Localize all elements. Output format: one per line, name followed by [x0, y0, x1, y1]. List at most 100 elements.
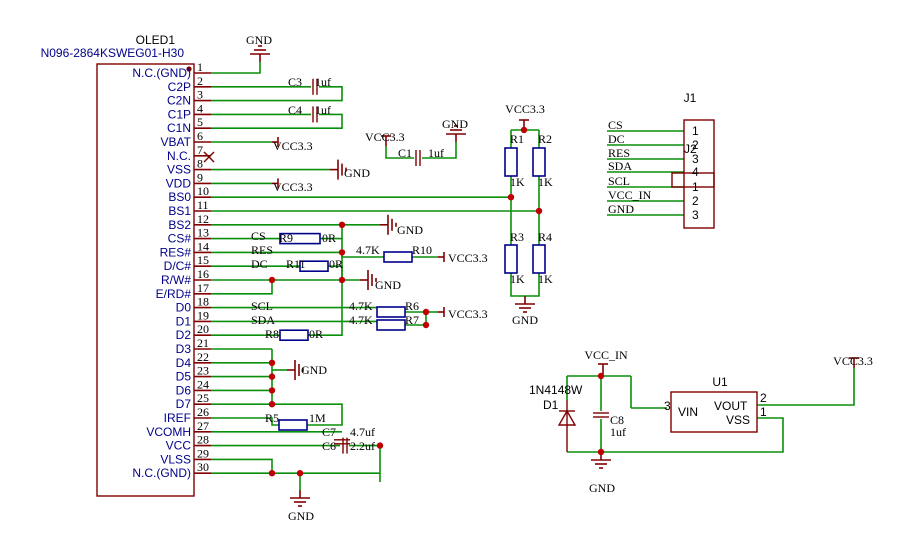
pin-number: 19: [197, 308, 209, 322]
power-symbol: [598, 363, 608, 374]
pin-name: BS1: [168, 204, 191, 218]
pin-number: 21: [197, 336, 209, 350]
wire: [308, 238, 343, 337]
c7-value: 4.7uf: [350, 425, 375, 439]
junction-dot: [268, 470, 276, 477]
r9-value: 0R: [322, 231, 336, 245]
r7-ref: R7: [405, 313, 419, 327]
r3-ref: R3: [510, 230, 524, 244]
pin-number: 1: [197, 60, 203, 74]
pin-name: VBAT: [161, 135, 192, 149]
gnd-label: GND: [288, 509, 314, 523]
ground-symbol: [380, 214, 397, 235]
pin-number: 12: [197, 212, 209, 226]
junction-dot: [520, 126, 528, 134]
pin-number: 14: [197, 239, 209, 253]
vcc33-label: VCC3.3: [833, 354, 873, 368]
capacitor-c4: [312, 106, 318, 123]
ground-symbol: [287, 360, 304, 380]
junction-dot: [597, 372, 605, 380]
u1-pin-number: 2: [760, 391, 767, 405]
u1-ref: U1: [712, 375, 728, 389]
oled-designator: OLED1: [136, 33, 176, 47]
pin-name: D1: [176, 314, 192, 328]
pin-name: VLSS: [160, 452, 191, 466]
pin-name: IREF: [164, 411, 191, 425]
junction-dot: [268, 276, 276, 284]
parts-layer: [96, 45, 859, 507]
pin-name: C2P: [168, 80, 191, 94]
r7-value: 4.7K: [349, 313, 373, 327]
pin-number: 27: [197, 419, 209, 433]
pin-number: 30: [197, 460, 209, 474]
vcc33-label: VCC3.3: [448, 251, 488, 265]
pin-name: D/C#: [164, 259, 192, 273]
pin-name: VSS: [167, 163, 191, 177]
ground-symbol: [515, 296, 535, 313]
power-symbol: [849, 357, 859, 368]
resistor-r2: [532, 147, 546, 177]
resistor-r8: [279, 329, 309, 342]
connector-net-label: VCC_IN: [608, 188, 652, 202]
wire: [211, 86, 343, 102]
resistor-r6: [376, 306, 406, 318]
r8-value: 0R: [309, 327, 323, 341]
gnd-label: GND: [512, 313, 538, 327]
pin-name: D3: [176, 342, 192, 356]
pin-number: 28: [197, 433, 209, 447]
pin-name: E/RD#: [156, 287, 192, 301]
u1-vss-label: VSS: [726, 413, 750, 427]
junction-dot: [376, 442, 384, 449]
pin-name: BS2: [168, 218, 191, 232]
net-cs: CS: [251, 229, 266, 243]
c8-value: 1uf: [610, 425, 626, 439]
power-symbol: [438, 252, 445, 262]
pin-name: RES#: [160, 245, 192, 259]
pin-name: VCC: [166, 439, 192, 453]
resistor-r11: [299, 260, 329, 273]
pin-number: 16: [197, 267, 209, 281]
r5-value: 1M: [309, 411, 326, 425]
wire: [211, 458, 273, 474]
r8-ref: R8: [265, 327, 279, 341]
pin-number: 26: [197, 405, 209, 419]
vcc33-label: VCC3.3: [448, 307, 488, 321]
connector-net-label: DC: [608, 132, 625, 146]
c7-ref: C7: [322, 425, 336, 439]
resistor-r4: [532, 244, 546, 274]
pin-name: D4: [176, 356, 192, 370]
vcc33-label: VCC3.3: [273, 139, 313, 153]
c4-value: 1uf: [315, 103, 331, 117]
c8-ref: C8: [610, 413, 624, 427]
pin-name: N.C.: [167, 149, 191, 163]
pin-name: CS#: [168, 232, 192, 246]
c6-value: 2.2uf: [350, 439, 375, 453]
gnd-label: GND: [246, 33, 272, 47]
r1-ref: R1: [510, 132, 524, 146]
resistor-r7: [376, 319, 406, 331]
pin-number: 25: [197, 391, 209, 405]
pin-name: N.C.(GND): [132, 66, 191, 80]
pin-number: 2: [197, 74, 203, 88]
oled-part-number: N096-2864KSWEG01-H30: [41, 46, 185, 60]
junction-dot: [422, 308, 430, 316]
r9-ref: R9: [279, 231, 293, 245]
pin-name: VDD: [166, 176, 192, 190]
capacitor-c6: [342, 437, 348, 454]
wire: [211, 417, 279, 426]
junction-dot: [338, 276, 346, 284]
c3-value: 1uf: [315, 75, 331, 89]
u1-body: [670, 391, 758, 433]
connector-pin-number: 2: [692, 194, 699, 208]
resistor-r1: [504, 147, 518, 177]
pin-number: 15: [197, 253, 209, 267]
r4-value: 1K: [538, 272, 553, 286]
r10-ref: R10: [412, 243, 432, 257]
connector-net-label: SDA: [608, 159, 632, 173]
junction-dot: [268, 373, 276, 380]
r6-value: 4.7K: [349, 299, 373, 313]
connector-pin-number: 3: [692, 152, 699, 166]
c3-ref: C3: [288, 75, 302, 89]
vcc-in-label: VCC_IN: [584, 348, 628, 362]
capacitor-c8: [593, 412, 609, 418]
